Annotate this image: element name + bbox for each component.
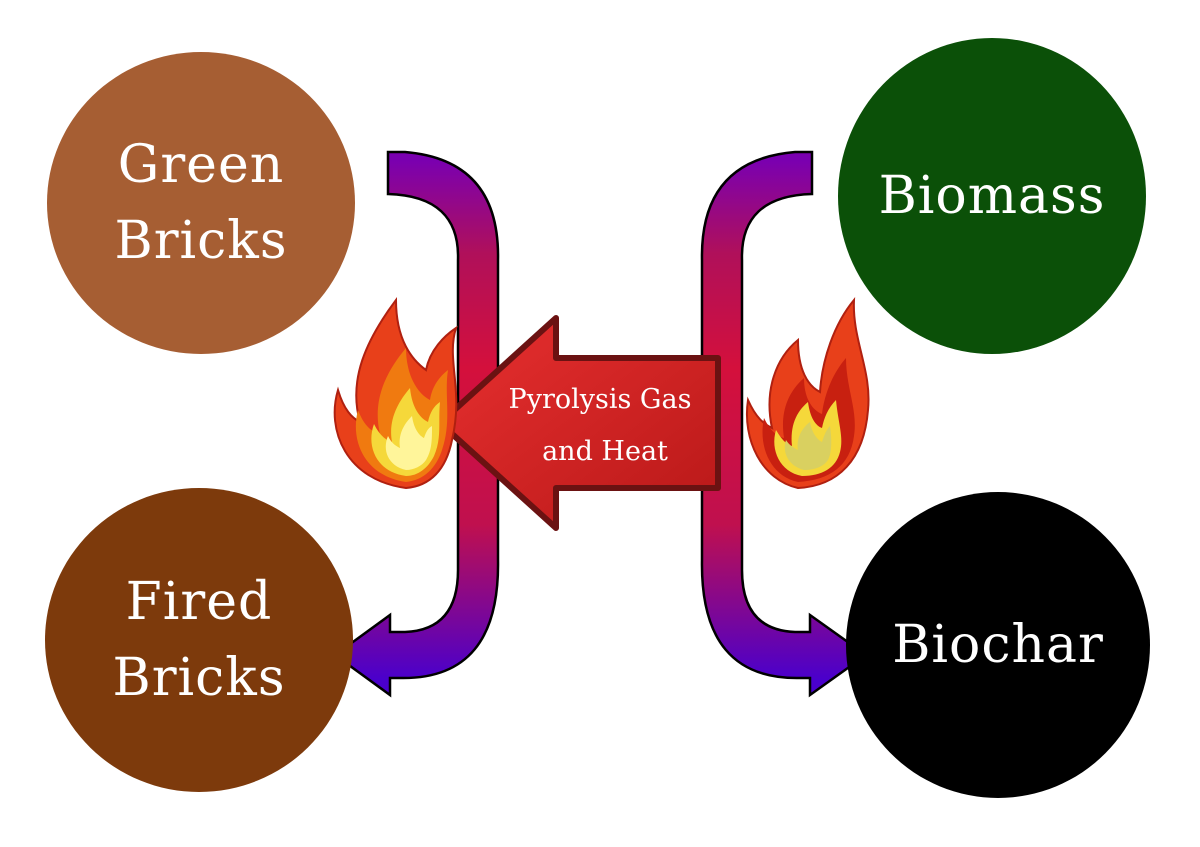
flame-icon-right xyxy=(746,297,870,490)
node-biomass-label: Biomass xyxy=(878,166,1106,226)
node-fired-bricks-line2: Bricks xyxy=(112,648,286,708)
node-biochar-label: Biochar xyxy=(892,615,1104,675)
node-biomass: Biomass xyxy=(838,38,1146,354)
node-green-bricks-line2: Bricks xyxy=(114,211,288,271)
pipe-right xyxy=(700,150,869,698)
arrow-center: Pyrolysis Gas and Heat xyxy=(437,315,721,531)
arrow-label-line2: and Heat xyxy=(542,436,668,467)
node-green-bricks: Green Bricks xyxy=(47,52,355,354)
node-biochar: Biochar xyxy=(846,492,1150,798)
node-green-bricks-line1: Green xyxy=(117,135,285,195)
arrow-label-line1: Pyrolysis Gas xyxy=(509,384,692,415)
node-fired-bricks: Fired Bricks xyxy=(45,488,353,792)
node-fired-bricks-line1: Fired xyxy=(125,572,273,632)
flame-icon-left xyxy=(333,297,458,490)
